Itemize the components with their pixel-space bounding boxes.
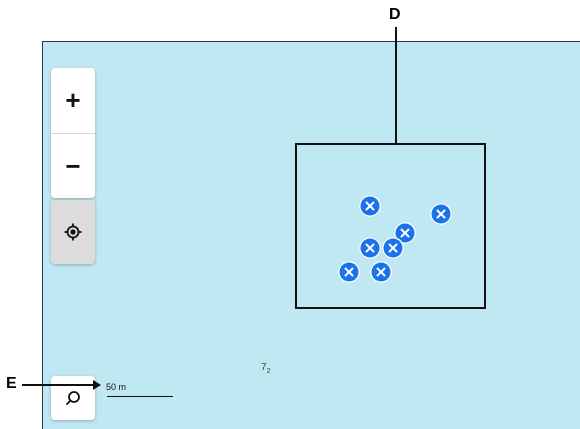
zoom-in-button[interactable]: +: [65, 84, 81, 115]
close-x-icon: [436, 209, 446, 219]
close-x-icon: [388, 243, 398, 253]
close-x-icon: [365, 243, 375, 253]
scale-bar: [107, 396, 173, 397]
annotation-line-e: [22, 384, 94, 386]
annotation-label-e: E: [6, 375, 17, 392]
annotation-label-d: D: [389, 6, 401, 23]
zoom-control: + −: [51, 68, 95, 198]
map-marker[interactable]: [359, 195, 381, 217]
map-marker[interactable]: [359, 237, 381, 259]
map-marker[interactable]: [370, 261, 392, 283]
search-icon: [66, 391, 80, 405]
map-marker[interactable]: [338, 261, 360, 283]
map-area-label: 72: [261, 362, 271, 375]
close-x-icon: [344, 267, 354, 277]
search-button[interactable]: [51, 376, 95, 420]
close-x-icon: [365, 201, 375, 211]
map-canvas[interactable]: + − 50 m 72: [42, 41, 580, 429]
crosshair-icon: [64, 223, 82, 241]
zoom-out-button[interactable]: −: [51, 133, 95, 198]
close-x-icon: [376, 267, 386, 277]
close-x-icon: [400, 228, 410, 238]
scale-label: 50 m: [106, 382, 127, 392]
locate-button[interactable]: [51, 200, 95, 264]
map-marker[interactable]: [430, 203, 452, 225]
annotation-line-d: [395, 27, 397, 144]
annotation-arrow-e: [93, 380, 101, 390]
map-marker[interactable]: [382, 237, 404, 259]
